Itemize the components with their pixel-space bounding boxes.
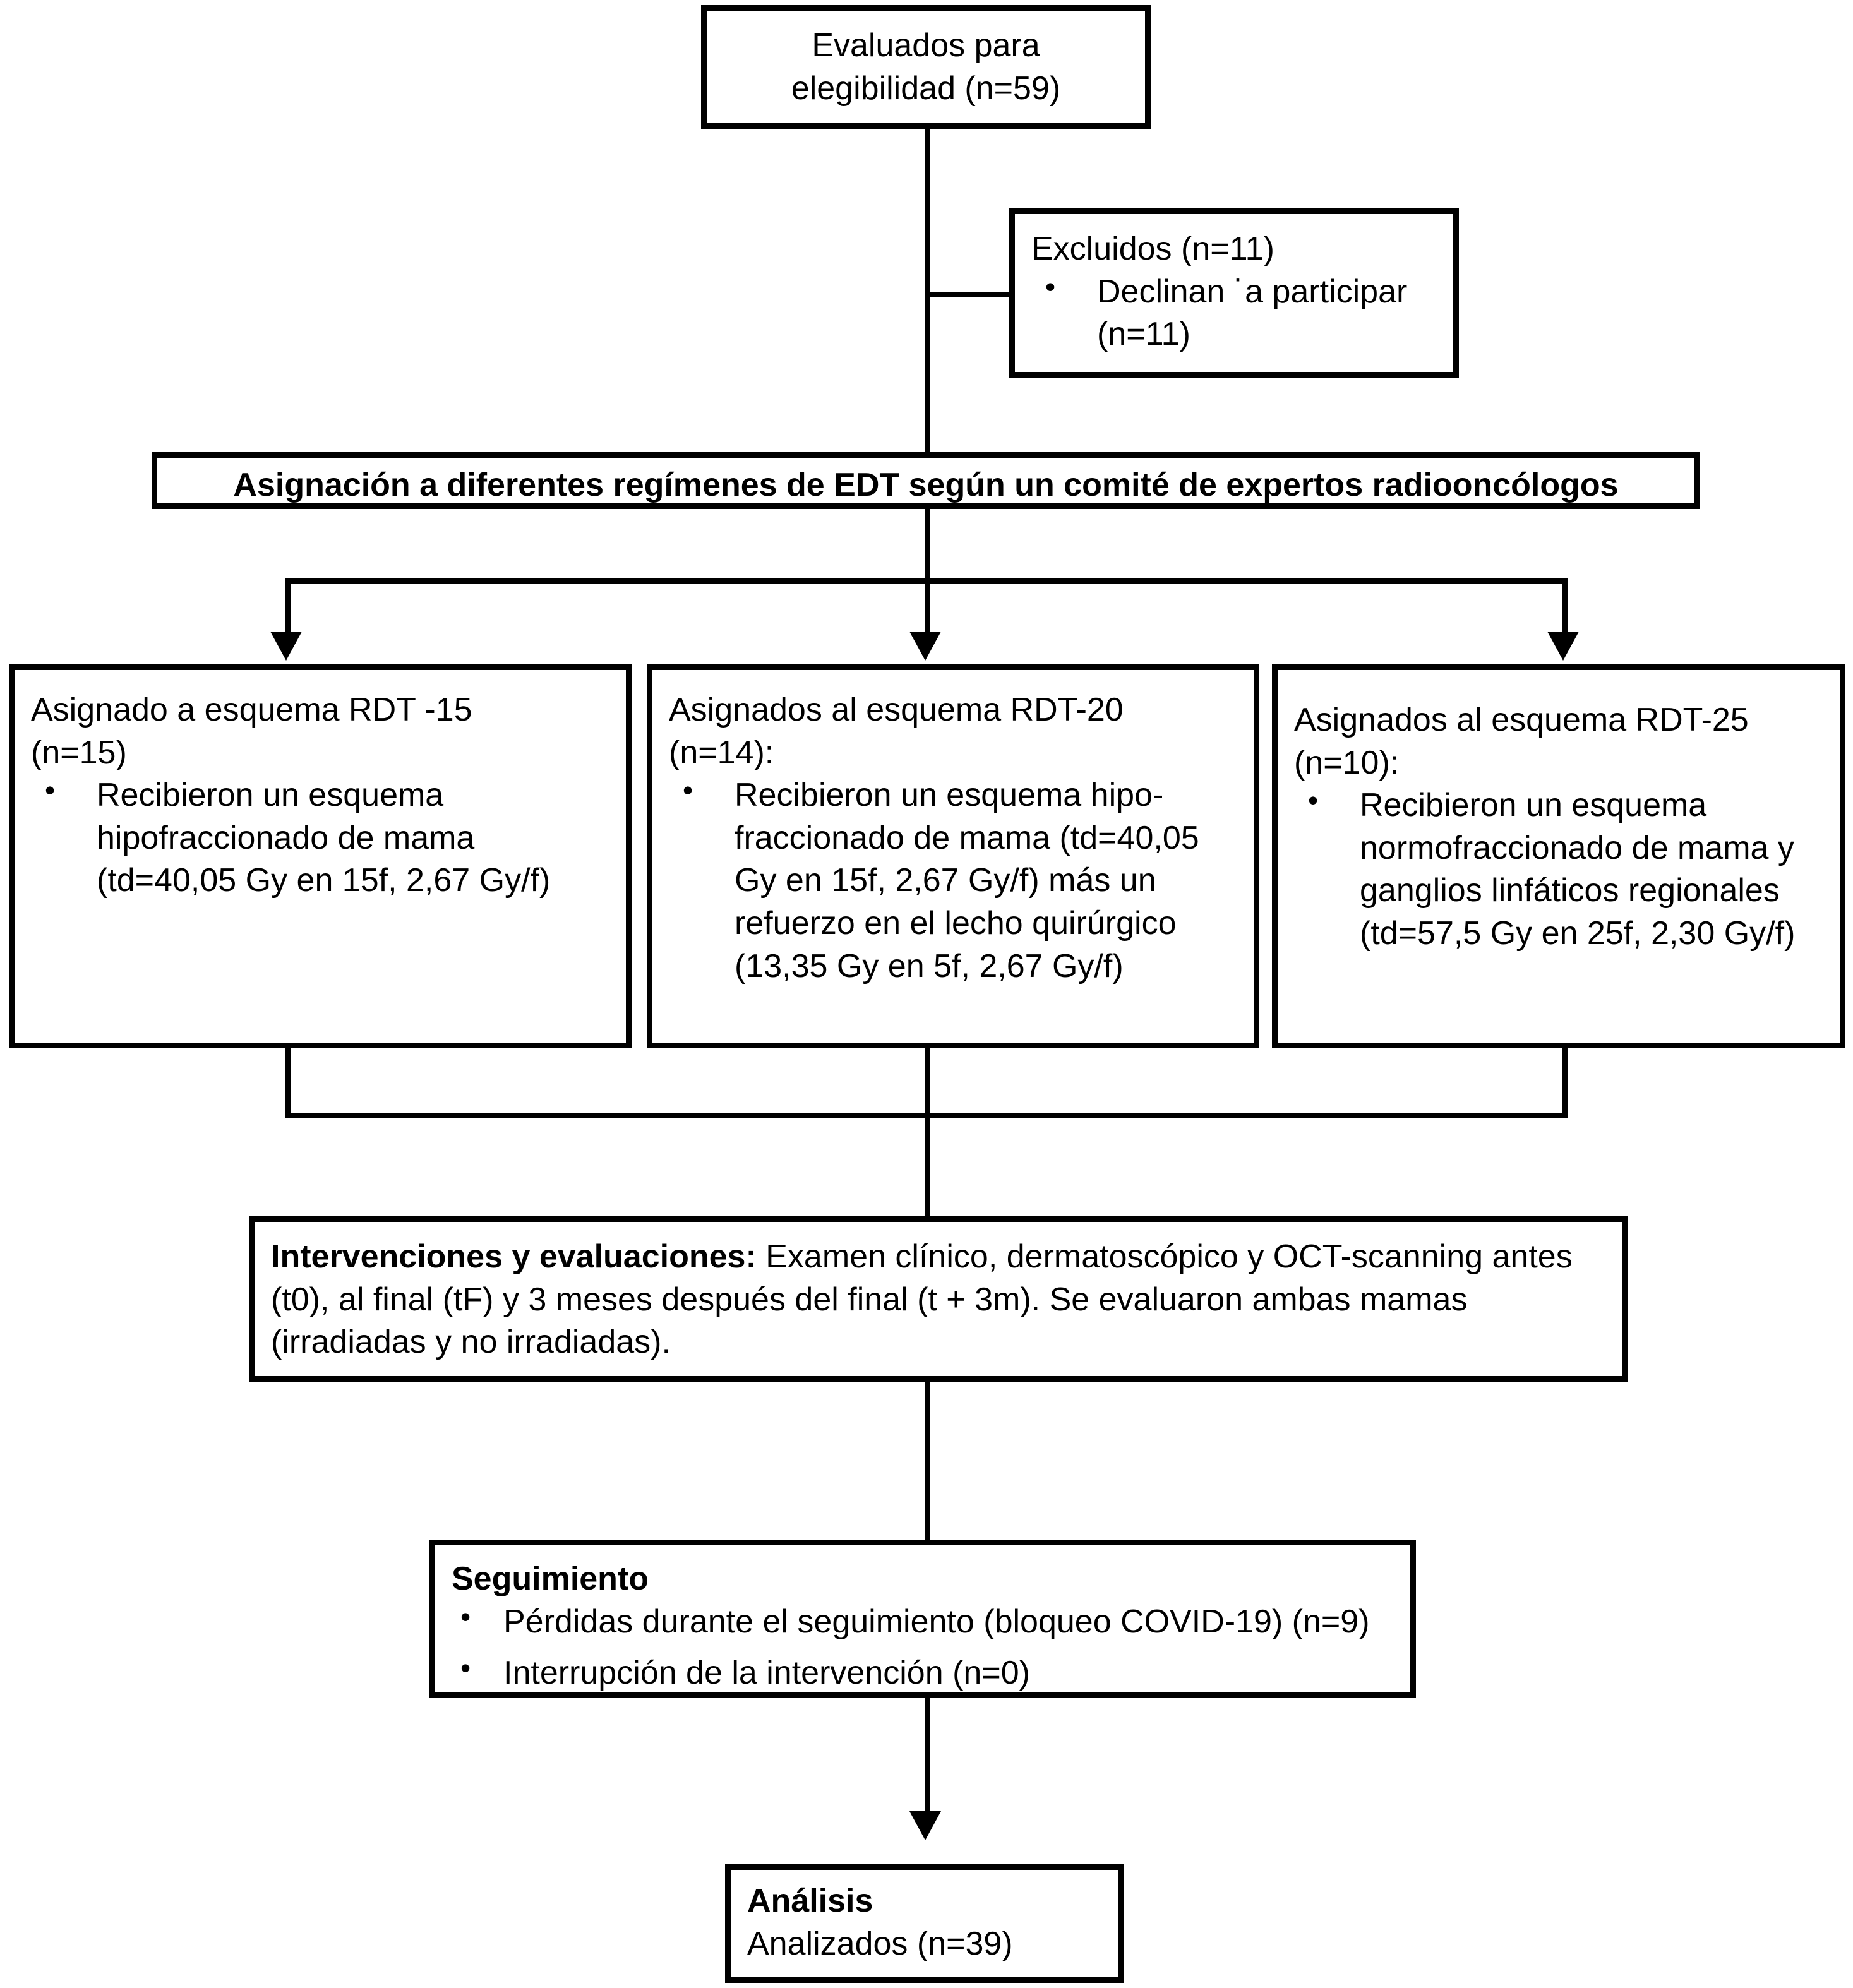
enrollment-line-1: Evaluados para: [812, 27, 1040, 64]
allocation-bar-label: Asignación a diferentes regímenes de EDT…: [233, 467, 1619, 503]
arm-rdt25-heading-line-2: (n=10):: [1294, 744, 1400, 781]
enrollment-to-allocation-stem: [925, 129, 930, 452]
merge-drop-left: [285, 1048, 291, 1118]
list-item: Pérdidas durante el seguimiento (bloqueo…: [452, 1598, 1394, 1644]
list-item: Interrupción de la intervención (n=0): [452, 1650, 1394, 1695]
arm-rdt25-bullet-list: Recibieron un esquema normofraccionado d…: [1294, 782, 1823, 955]
interventions-body: Examen clínico, dermatoscópico y OCT-sca…: [271, 1238, 1573, 1361]
excluded-branch-line: [925, 292, 1013, 297]
split-drop-center: [925, 578, 930, 641]
list-item: Recibieron un esquema normofraccionado d…: [1294, 782, 1823, 955]
interventions-box: Intervenciones y evaluaciones: Examen cl…: [249, 1216, 1628, 1382]
list-item: Declinan ˙a participar (n=11): [1031, 268, 1437, 356]
allocation-bar: Asignación a diferentes regímenes de EDT…: [152, 452, 1700, 509]
enrollment-line-2: elegibilidad (n=59): [791, 69, 1061, 107]
arm-box-rdt25: Asignados al esquema RDT-25 (n=10): Reci…: [1272, 664, 1845, 1048]
excluded-bullet-list: Declinan ˙a participar (n=11): [1031, 268, 1437, 356]
merge-to-interventions-stem: [925, 1048, 930, 1231]
interventions-text: Intervenciones y evaluaciones: Examen cl…: [271, 1236, 1606, 1364]
arm-rdt20-heading-line-2: (n=14):: [669, 734, 774, 771]
split-drop-right: [1562, 578, 1568, 641]
arrow-to-rdt25: [1547, 632, 1579, 661]
analysis-heading: Análisis: [747, 1883, 873, 1919]
split-drop-left: [285, 578, 291, 641]
arrow-to-analysis: [909, 1811, 941, 1840]
followup-heading: Seguimiento: [452, 1560, 649, 1597]
interventions-label: Intervenciones y evaluaciones:: [271, 1238, 757, 1275]
list-item: Recibieron un esquema hipofraccionado de…: [31, 772, 609, 902]
merge-drop-right: [1562, 1048, 1568, 1118]
arm-rdt20-bullet-list: Recibieron un esquema hipo-fraccionado d…: [669, 772, 1237, 988]
arm-rdt15-bullet-list: Recibieron un esquema hipofraccionado de…: [31, 772, 609, 902]
arm-rdt25-heading-line-1: Asignados al esquema RDT-25: [1294, 702, 1749, 738]
arm-box-rdt20: Asignados al esquema RDT-20 (n=14): Reci…: [647, 664, 1259, 1048]
arm-rdt15-heading-line-2: (n=15): [31, 734, 127, 771]
followup-to-analysis-stem: [925, 1698, 930, 1819]
arm-box-rdt15: Asignado a esquema RDT -15 (n=15) Recibi…: [9, 664, 632, 1048]
analysis-box: Análisis Analizados (n=39): [725, 1864, 1124, 1983]
followup-bullet-list: Pérdidas durante el seguimiento (bloqueo…: [452, 1598, 1394, 1695]
interventions-to-followup-stem: [925, 1382, 930, 1551]
followup-box: Seguimiento Pérdidas durante el seguimie…: [429, 1540, 1416, 1698]
enrollment-box: Evaluados para elegibilidad (n=59): [701, 5, 1151, 129]
arrow-to-rdt20: [909, 632, 941, 661]
list-item: Recibieron un esquema hipo-fraccionado d…: [669, 772, 1237, 988]
excluded-box: Excluidos (n=11) Declinan ˙a participar …: [1009, 208, 1459, 378]
arrow-to-rdt15: [270, 632, 302, 661]
excluded-heading: Excluidos (n=11): [1031, 231, 1274, 267]
arm-rdt20-heading-line-1: Asignados al esquema RDT-20: [669, 692, 1124, 728]
arm-rdt15-heading-line-1: Asignado a esquema RDT -15: [31, 692, 472, 728]
allocation-split-stem: [925, 509, 930, 578]
analysis-body: Analizados (n=39): [747, 1925, 1013, 1962]
